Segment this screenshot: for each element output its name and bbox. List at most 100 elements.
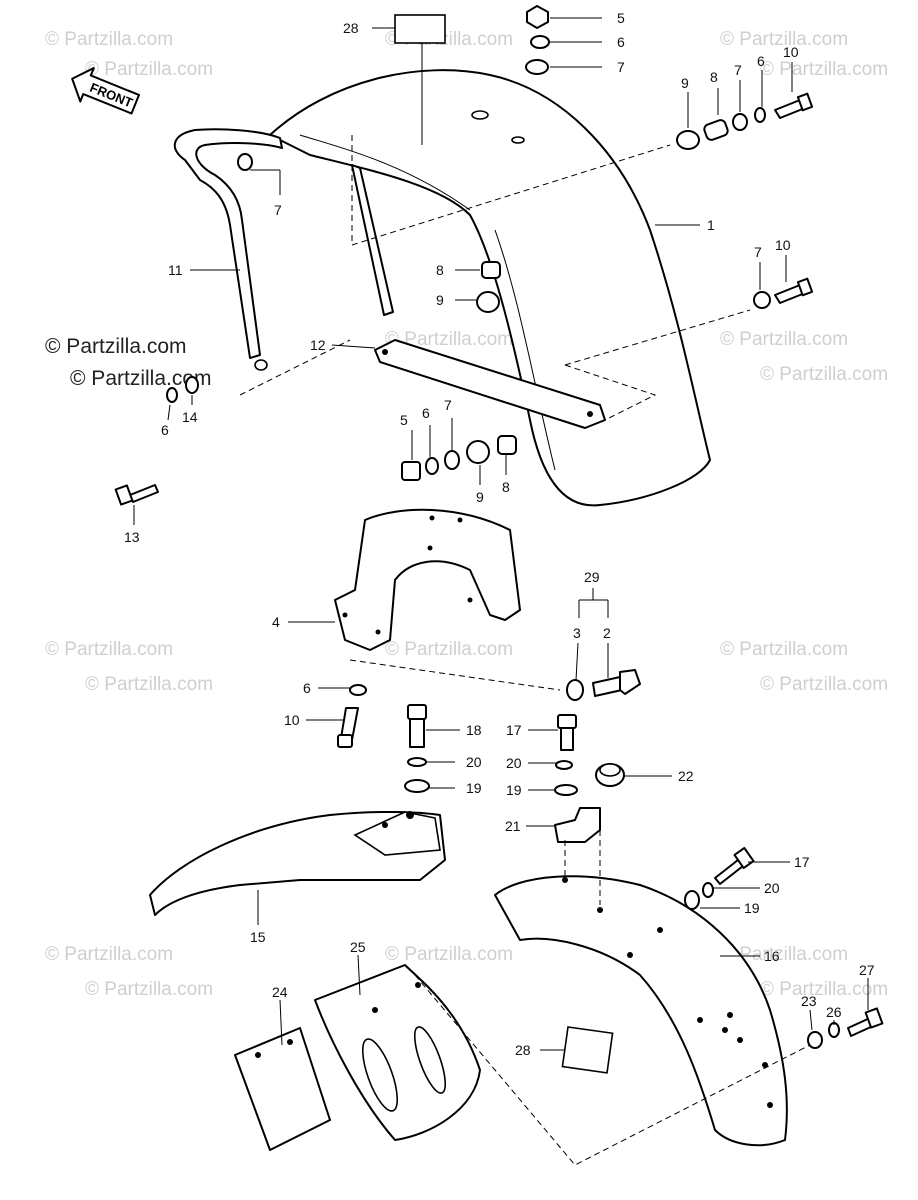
washer-14 bbox=[185, 376, 199, 394]
callout-20: 20 bbox=[466, 754, 482, 770]
callout-10: 10 bbox=[775, 237, 791, 253]
watermark: © Partzilla.com bbox=[720, 329, 848, 350]
label-28-top bbox=[394, 14, 446, 44]
washer-7 bbox=[732, 113, 748, 131]
washer-19 bbox=[404, 779, 430, 793]
watermark: © Partzilla.com bbox=[760, 59, 888, 80]
callout-20: 20 bbox=[506, 755, 522, 771]
callout-7: 7 bbox=[734, 62, 742, 78]
bolt-2 bbox=[592, 669, 641, 697]
washer-6 bbox=[425, 457, 439, 475]
callout-9: 9 bbox=[681, 75, 689, 91]
callout-25: 25 bbox=[350, 939, 366, 955]
callout-23: 23 bbox=[801, 993, 817, 1009]
callout-29: 29 bbox=[584, 569, 600, 585]
callout-7: 7 bbox=[444, 397, 452, 413]
bolt-17 bbox=[714, 847, 755, 885]
grommet-9 bbox=[676, 130, 700, 150]
watermark: © Partzilla.com bbox=[385, 944, 513, 965]
bolt-10 bbox=[774, 92, 814, 119]
grommet-9 bbox=[476, 291, 500, 313]
callout-6: 6 bbox=[161, 422, 169, 438]
watermark-layer: © Partzilla.com © Partzilla.com © Partzi… bbox=[45, 29, 888, 1000]
washer-26 bbox=[828, 1022, 840, 1038]
collar-8 bbox=[481, 261, 501, 279]
washer-20 bbox=[702, 882, 714, 898]
watermark: © Partzilla.com bbox=[45, 944, 173, 965]
callout-17: 17 bbox=[506, 722, 522, 738]
bolt-10 bbox=[337, 707, 359, 748]
watermark: © Partzilla.com bbox=[760, 364, 888, 385]
callout-13: 13 bbox=[124, 529, 140, 545]
watermark: © Partzilla.com bbox=[85, 979, 213, 1000]
callout-21: 21 bbox=[505, 818, 521, 834]
leader-lines bbox=[133, 17, 869, 1051]
bolt-27 bbox=[847, 1007, 884, 1037]
bolt-10 bbox=[774, 277, 814, 304]
clamp-21 bbox=[554, 807, 601, 843]
bolt-17 bbox=[557, 714, 577, 751]
fender-hole bbox=[511, 136, 525, 144]
callout-9: 9 bbox=[436, 292, 444, 308]
washer-6 bbox=[530, 35, 550, 49]
callout-7: 7 bbox=[754, 244, 762, 260]
callout-6: 6 bbox=[422, 405, 430, 421]
callout-26: 26 bbox=[826, 1004, 842, 1020]
callout-19: 19 bbox=[466, 780, 482, 796]
callout-17: 17 bbox=[794, 854, 810, 870]
callout-14: 14 bbox=[182, 409, 198, 425]
callout-2: 2 bbox=[603, 625, 611, 641]
callout-12: 12 bbox=[310, 337, 326, 353]
watermark: © Partzilla.com bbox=[760, 979, 888, 1000]
watermark: © Partzilla.com bbox=[85, 59, 213, 80]
callout-7: 7 bbox=[617, 59, 625, 75]
callout-11: 11 bbox=[168, 262, 183, 278]
callout-28: 28 bbox=[515, 1042, 531, 1058]
assembly-lines bbox=[239, 135, 811, 1166]
callout-7: 7 bbox=[274, 202, 282, 218]
washer-19 bbox=[684, 890, 700, 910]
front-fender-15 bbox=[149, 810, 446, 916]
nut-5 bbox=[401, 461, 421, 481]
watermark-main: © Partzilla.com bbox=[45, 335, 187, 358]
callout-6: 6 bbox=[617, 34, 625, 50]
washer-6 bbox=[754, 107, 766, 123]
watermark: © Partzilla.com bbox=[720, 944, 848, 965]
washer-7 bbox=[525, 59, 549, 75]
callout-5: 5 bbox=[617, 10, 625, 26]
callout-15: 15 bbox=[250, 929, 266, 945]
grab-rail-11 bbox=[173, 128, 394, 371]
callout-19: 19 bbox=[506, 782, 522, 798]
watermark: © Partzilla.com bbox=[45, 639, 173, 660]
washer-3 bbox=[566, 679, 584, 701]
collar-8 bbox=[703, 119, 729, 141]
watermark: © Partzilla.com bbox=[760, 674, 888, 695]
callout-1: 1 bbox=[707, 217, 715, 233]
washer-7 bbox=[237, 153, 253, 171]
callout-22: 22 bbox=[678, 768, 694, 784]
grommet-9 bbox=[466, 440, 490, 464]
washer-6 bbox=[349, 684, 367, 696]
callout-6: 6 bbox=[757, 53, 765, 69]
washer-20 bbox=[407, 757, 427, 767]
callout-24: 24 bbox=[272, 984, 288, 1000]
washer-6 bbox=[166, 387, 178, 403]
callout-18: 18 bbox=[466, 722, 482, 738]
watermark-main-2: © Partzilla.com bbox=[70, 367, 212, 390]
callout-8: 8 bbox=[502, 479, 510, 495]
bolt-13 bbox=[114, 484, 159, 506]
mudflap-25 bbox=[314, 964, 481, 1141]
callout-8: 8 bbox=[710, 69, 718, 85]
nut-5 bbox=[526, 5, 549, 29]
washer-7 bbox=[753, 291, 771, 309]
callout-28: 28 bbox=[343, 20, 359, 36]
callout-9: 9 bbox=[476, 489, 484, 505]
callout-3: 3 bbox=[573, 625, 581, 641]
callout-5: 5 bbox=[400, 412, 408, 428]
watermark: © Partzilla.com bbox=[385, 639, 513, 660]
callout-16: 16 bbox=[764, 948, 780, 964]
callout-labels: 28 5 6 7 9 8 7 6 10 7 1 7 10 11 8 9 12 5… bbox=[124, 10, 875, 1058]
callout-10: 10 bbox=[783, 44, 799, 60]
label-28-bottom bbox=[561, 1026, 614, 1074]
